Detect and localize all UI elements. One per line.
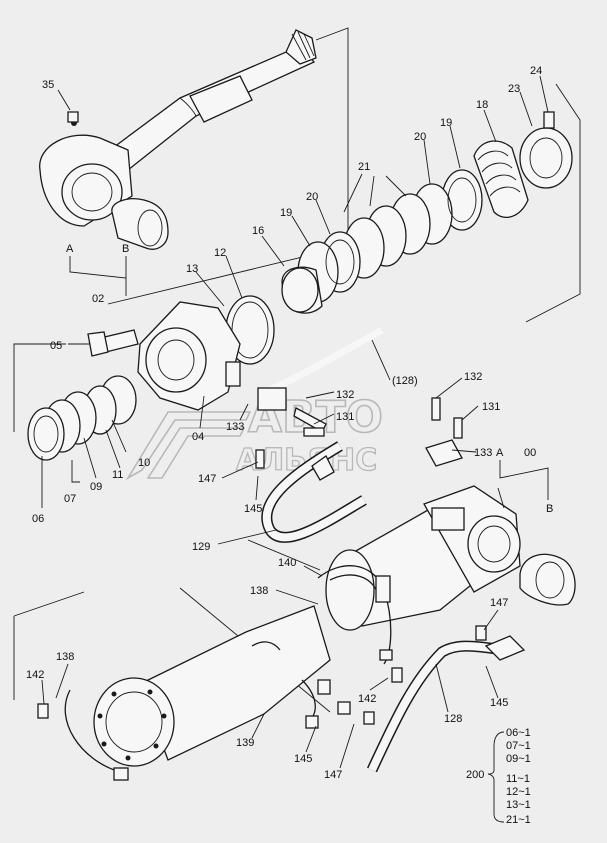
label-04: 04 (192, 431, 204, 443)
label-leaders (41, 75, 549, 823)
rod-eye (39, 111, 169, 250)
label-142b: 142 (26, 669, 44, 681)
label-147a: 147 (198, 473, 216, 485)
label-21: 21 (358, 161, 370, 173)
label-b-rod: B (122, 243, 129, 255)
bolts (37, 397, 487, 725)
label-138a: 138 (250, 585, 268, 597)
label-142a: 142 (358, 693, 376, 705)
label-132b: 132 (464, 371, 482, 383)
gland-seal-stack (281, 111, 573, 314)
label-200: 200 (466, 769, 484, 781)
label-131b: 131 (482, 401, 500, 413)
label-19a: 19 (440, 117, 452, 129)
label-11: 11 (112, 469, 123, 481)
label-05: 05 (50, 340, 62, 352)
label-24: 24 (530, 65, 542, 77)
label-b-tube: B (546, 503, 553, 515)
label-19b: 19 (280, 207, 292, 219)
leader-lines (13, 27, 581, 713)
label-147c: 147 (324, 769, 342, 781)
kit-item-7: 21~1 (506, 814, 531, 826)
label-a-rod: A (66, 243, 74, 255)
kit-item-2: 07~1 (506, 740, 531, 752)
label-128a: (128) (392, 375, 418, 387)
label-12: 12 (214, 247, 226, 259)
label-145a: 145 (244, 503, 262, 515)
label-129: 129 (192, 541, 210, 553)
label-147b: 147 (490, 597, 508, 609)
label-138b: 138 (56, 651, 74, 663)
label-139: 139 (236, 737, 254, 749)
hose-128-upper (257, 326, 384, 433)
label-06: 06 (32, 513, 44, 525)
label-133b: 133 (474, 447, 492, 459)
label-23: 23 (508, 83, 520, 95)
rod-cover (87, 295, 275, 411)
label-00: 00 (524, 447, 536, 459)
band-clamp-140 (317, 565, 393, 665)
label-07: 07 (64, 493, 76, 505)
label-35: 35 (42, 79, 54, 91)
kit-item-5: 12~1 (506, 786, 531, 798)
label-145b: 145 (490, 697, 508, 709)
kit-item-1: 06~1 (506, 727, 531, 739)
label-a-tube: A (496, 447, 504, 459)
cylinder-tube-left (64, 605, 351, 781)
kit-item-4: 11~1 (506, 773, 530, 785)
label-132a: 132 (336, 389, 354, 401)
label-18: 18 (476, 99, 488, 111)
part-labels: 35 24 23 18 19 20 21 20 19 16 12 13 A B … (26, 65, 553, 826)
kit-item-6: 13~1 (506, 799, 531, 811)
label-145c: 145 (294, 753, 312, 765)
label-140: 140 (278, 557, 296, 569)
label-09: 09 (90, 481, 102, 493)
hose-129 (261, 441, 367, 543)
label-133a: 133 (226, 421, 244, 433)
label-131a: 131 (336, 411, 354, 423)
label-20b: 20 (306, 191, 318, 203)
label-16: 16 (252, 225, 264, 237)
label-20a: 20 (414, 131, 426, 143)
label-10: 10 (138, 457, 150, 469)
kit-item-3: 09~1 (506, 753, 531, 765)
label-02: 02 (92, 293, 104, 305)
hose-128-lower (367, 635, 526, 773)
label-128b: 128 (444, 713, 462, 725)
piston-seals (27, 375, 137, 461)
piston-rod (109, 29, 317, 171)
label-13: 13 (186, 263, 198, 275)
